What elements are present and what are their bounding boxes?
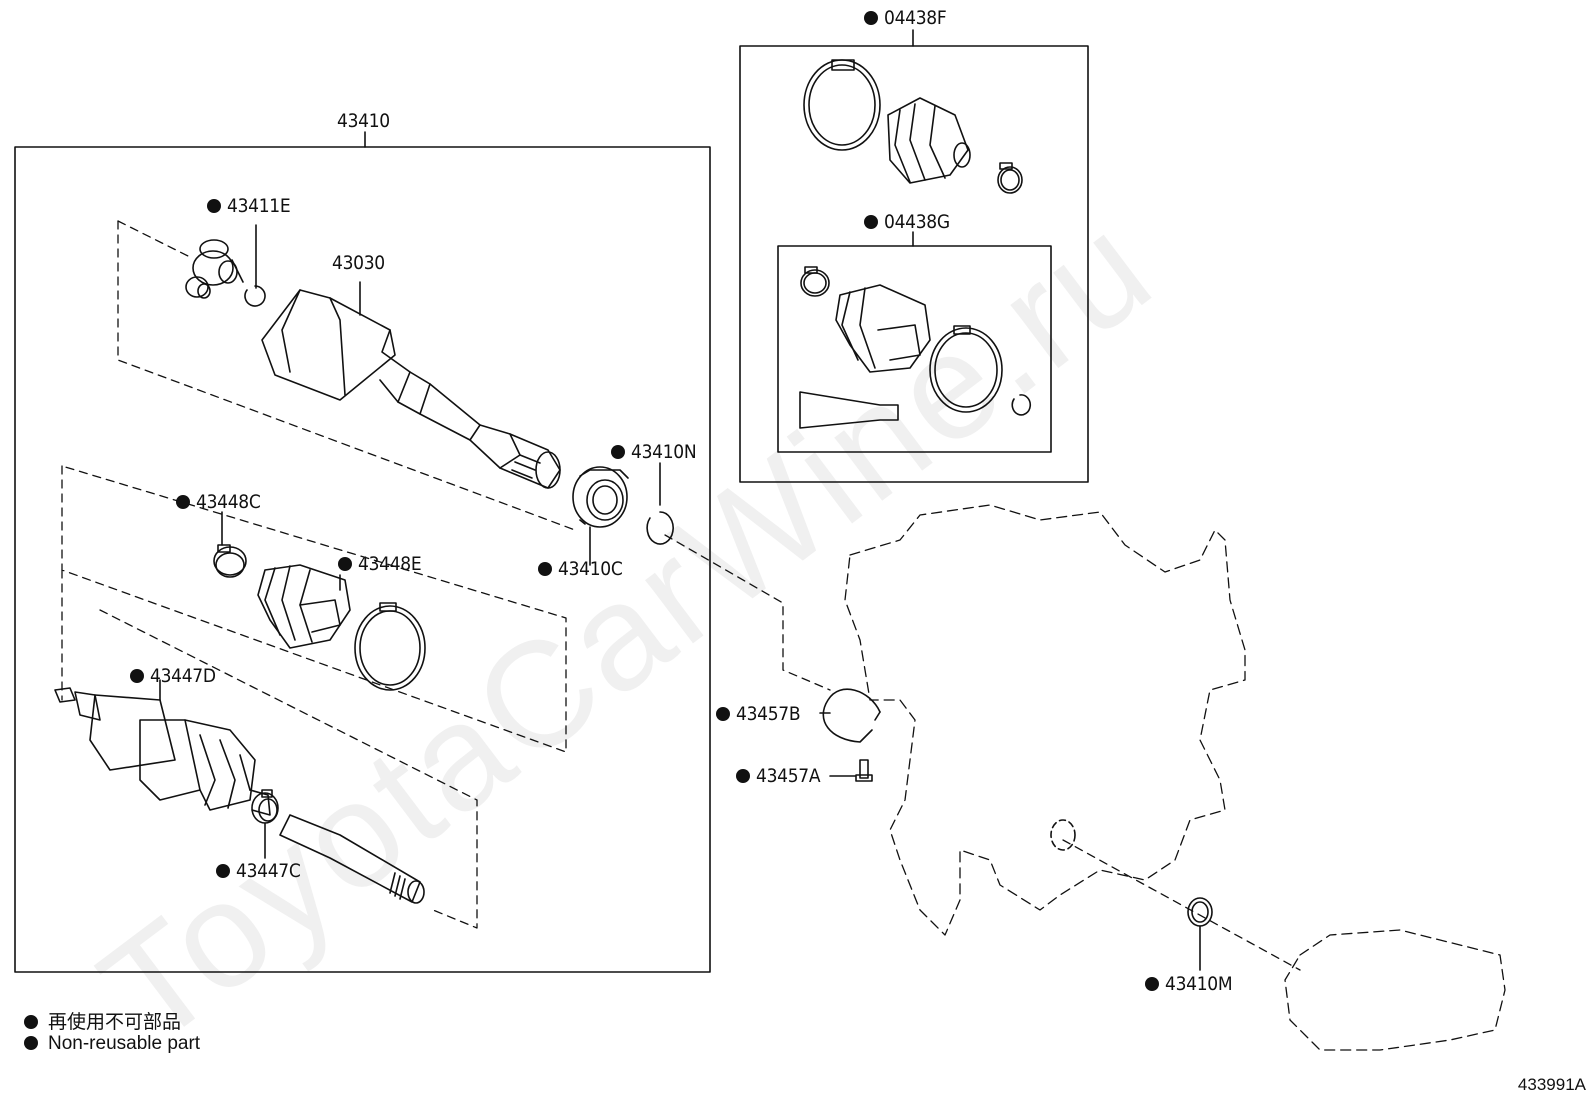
assembly-box-43410 xyxy=(14,146,711,973)
snap-ring-43411E xyxy=(244,285,266,307)
part-label-43457B[interactable]: 43457B xyxy=(716,703,801,725)
bracket-clip-43457B xyxy=(822,688,881,743)
output-seal-hole xyxy=(1050,819,1076,851)
part-label-04438F[interactable]: 04438F xyxy=(864,7,947,29)
dashed-group-inner-boot xyxy=(61,465,567,753)
figure-id: 433991A xyxy=(1517,1075,1586,1094)
dashed-leader xyxy=(664,534,831,691)
legend-text-en: Non-reusable part xyxy=(48,1033,201,1054)
bullet-icon xyxy=(24,1036,38,1050)
part-label-43448E[interactable]: 43448E xyxy=(338,553,422,575)
transmission-housing xyxy=(844,504,1506,1051)
outer-joint-43447D xyxy=(54,679,271,816)
kit-04438G-parts xyxy=(799,266,1032,429)
bolt-43457A xyxy=(829,759,873,782)
kit-box-04438F xyxy=(739,45,1089,483)
bullet-icon xyxy=(24,1015,38,1029)
clamp-43448C xyxy=(213,544,247,578)
part-label-43030[interactable]: 43030 xyxy=(332,252,385,274)
part-label-43447D[interactable]: 43447D xyxy=(130,665,216,687)
part-label-43448C[interactable]: 43448C xyxy=(176,491,261,513)
inner-boot-43448E xyxy=(257,564,426,691)
legend-item-jp: 再使用不可部品 xyxy=(24,1007,181,1034)
kit-box-04438G xyxy=(777,245,1052,453)
part-label-43410M[interactable]: 43410M xyxy=(1145,973,1233,995)
legend-text-jp: 再使用不可部品 xyxy=(48,1012,182,1033)
part-label-43411E[interactable]: 43411E xyxy=(207,195,291,217)
dashed-group-inner-joint xyxy=(117,220,576,531)
part-label-43447C[interactable]: 43447C xyxy=(216,860,301,882)
part-label-04438G[interactable]: 04438G xyxy=(864,211,950,233)
part-label-43410[interactable]: 43410 xyxy=(337,110,390,132)
part-label-43457A[interactable]: 43457A xyxy=(736,765,821,787)
tripod-joint-drawing xyxy=(185,239,244,299)
legend-item-en: Non-reusable part xyxy=(24,1033,200,1055)
bearing-43410C xyxy=(572,466,629,566)
inner-joint-shaft-drawing xyxy=(261,281,561,489)
drive-shaft xyxy=(279,814,425,904)
kit-04438F-parts xyxy=(803,59,1023,194)
part-label-43410C[interactable]: 43410C xyxy=(538,558,623,580)
snap-ring-43410N xyxy=(646,511,674,545)
part-label-43410N[interactable]: 43410N xyxy=(611,441,697,463)
